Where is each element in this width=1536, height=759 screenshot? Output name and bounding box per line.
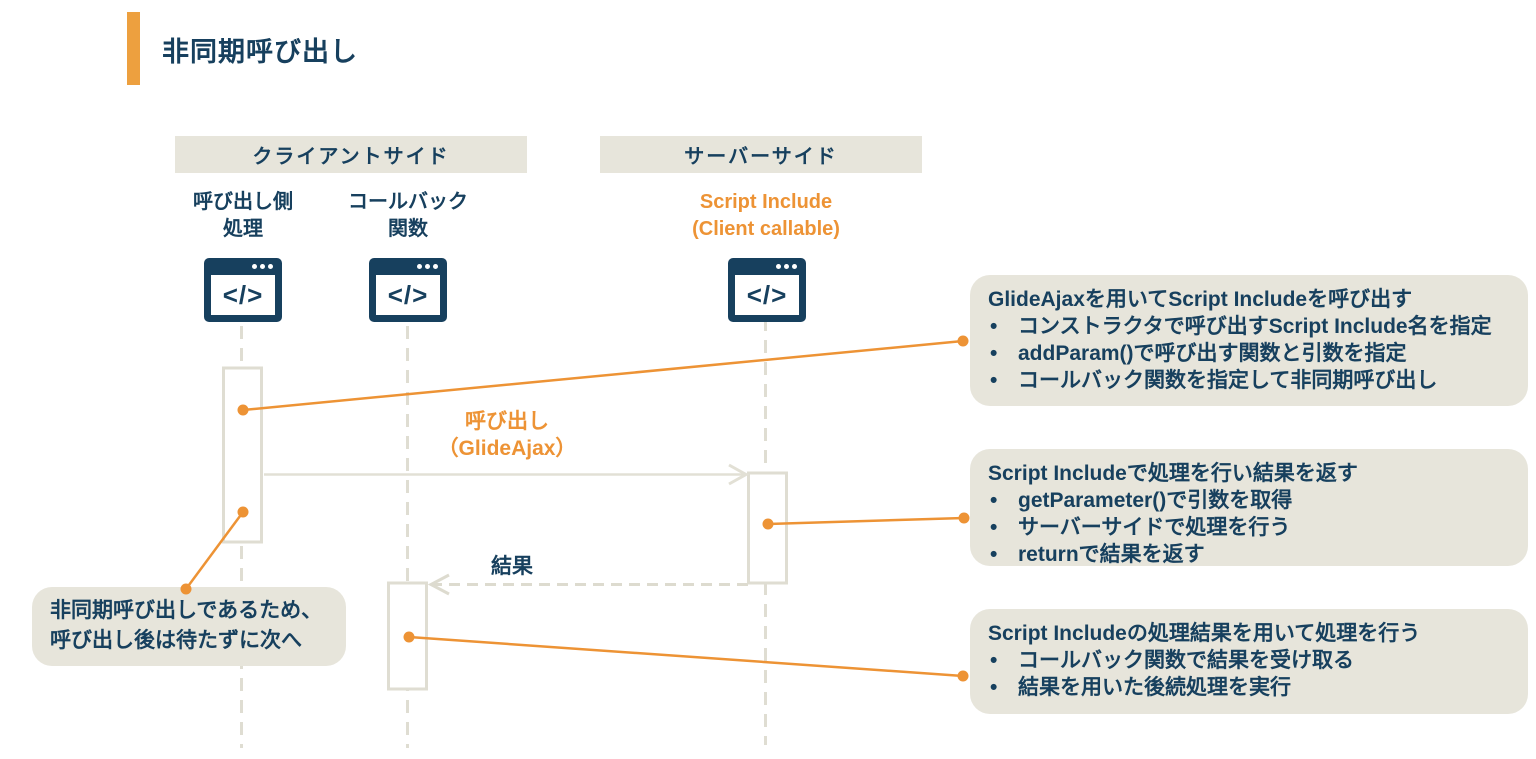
result-arrow-head <box>427 573 450 596</box>
bullet-text: returnで結果を返す <box>1018 543 1205 566</box>
bullet-dot: • <box>990 543 998 566</box>
bullet-text: コールバック関数で結果を受け取る <box>1018 649 1354 672</box>
note-async-line2: 呼び出し後は待たずに次へ <box>50 629 302 652</box>
note-title: GlideAjaxを用いてScript Includeを呼び出す <box>988 288 1413 311</box>
activation-bar-server <box>747 471 788 585</box>
code-window-icon: </> <box>204 258 282 322</box>
bullet-dot: • <box>990 489 998 512</box>
lane-script-include-line2: (Client callable) <box>692 218 840 240</box>
window-dots-icon <box>252 264 273 269</box>
bullet-text: addParam()で呼び出す関数と引数を指定 <box>1018 342 1407 365</box>
bullet-dot: • <box>990 315 998 338</box>
activation-bar-caller <box>222 366 263 544</box>
activation-bar-callback <box>387 581 428 691</box>
note-title: Script Includeで処理を行い結果を返す <box>988 462 1358 485</box>
bullet-text: getParameter()で引数を取得 <box>1018 489 1293 512</box>
code-glyph: </> <box>735 275 799 315</box>
note-bullet: • returnで結果を返す <box>988 541 1510 568</box>
call-arrow-head <box>728 463 750 486</box>
lane-caller-line2: 処理 <box>223 218 263 240</box>
lane-caller-line1: 呼び出し側 <box>193 191 293 213</box>
header-server-side-label: サーバーサイド <box>684 146 838 168</box>
lane-callback-line2: 関数 <box>388 218 428 240</box>
note-bullet: • getParameter()で引数を取得 <box>988 487 1510 514</box>
bullet-text: 結果を用いた後続処理を実行 <box>1018 676 1291 699</box>
bullet-text: コンストラクタで呼び出すScript Include名を指定 <box>1018 315 1492 338</box>
page-title: 非同期呼び出し <box>162 37 358 67</box>
bullet-dot: • <box>990 676 998 699</box>
note-bullet: • コールバック関数で結果を受け取る <box>988 647 1510 674</box>
note-script-include-process: Script Includeで処理を行い結果を返す • getParameter… <box>970 449 1528 566</box>
code-window-icon: </> <box>369 258 447 322</box>
lane-label-callback: コールバック 関数 <box>308 189 508 243</box>
bullet-text: コールバック関数を指定して非同期呼び出し <box>1018 369 1438 392</box>
note-title: Script Includeの処理結果を用いて処理を行う <box>988 622 1421 645</box>
bullet-dot: • <box>990 342 998 365</box>
note-glideajax-call: GlideAjaxを用いてScript Includeを呼び出す • コンストラ… <box>970 275 1528 406</box>
lane-label-script-include: Script Include (Client callable) <box>641 189 891 243</box>
bullet-dot: • <box>990 369 998 392</box>
note-bullet: • 結果を用いた後続処理を実行 <box>988 674 1510 701</box>
window-dots-icon <box>776 264 797 269</box>
bullet-dot: • <box>990 516 998 539</box>
code-glyph: </> <box>376 275 440 315</box>
call-message-line1: 呼び出し <box>465 410 549 433</box>
lane-callback-line1: コールバック <box>348 191 468 213</box>
call-message-line2: （GlideAjax） <box>437 437 577 460</box>
header-client-side: クライアントサイド <box>175 136 527 173</box>
note-async-line1: 非同期呼び出しであるため、 <box>50 599 323 622</box>
title-accent-bar <box>127 12 140 85</box>
header-client-side-label: クライアントサイド <box>252 146 450 168</box>
code-window-icon: </> <box>728 258 806 322</box>
note-bullet: • コールバック関数を指定して非同期呼び出し <box>988 367 1510 394</box>
note-bullet: • サーバーサイドで処理を行う <box>988 514 1510 541</box>
note-async-call: 非同期呼び出しであるため、 呼び出し後は待たずに次へ <box>32 587 346 666</box>
note-bullet: • addParam()で呼び出す関数と引数を指定 <box>988 340 1510 367</box>
header-server-side: サーバーサイド <box>600 136 922 173</box>
bullet-dot: • <box>990 649 998 672</box>
result-message-label: 結果 <box>491 555 533 578</box>
code-glyph: </> <box>211 275 275 315</box>
bullet-text: サーバーサイドで処理を行う <box>1018 516 1291 539</box>
lane-script-include-line1: Script Include <box>699 191 833 213</box>
note-bullet: • コンストラクタで呼び出すScript Include名を指定 <box>988 313 1510 340</box>
note-callback-process: Script Includeの処理結果を用いて処理を行う • コールバック関数で… <box>970 609 1528 714</box>
lane-label-caller: 呼び出し側 処理 <box>143 189 343 243</box>
call-message-label: 呼び出し （GlideAjax） <box>407 408 607 462</box>
window-dots-icon <box>417 264 438 269</box>
